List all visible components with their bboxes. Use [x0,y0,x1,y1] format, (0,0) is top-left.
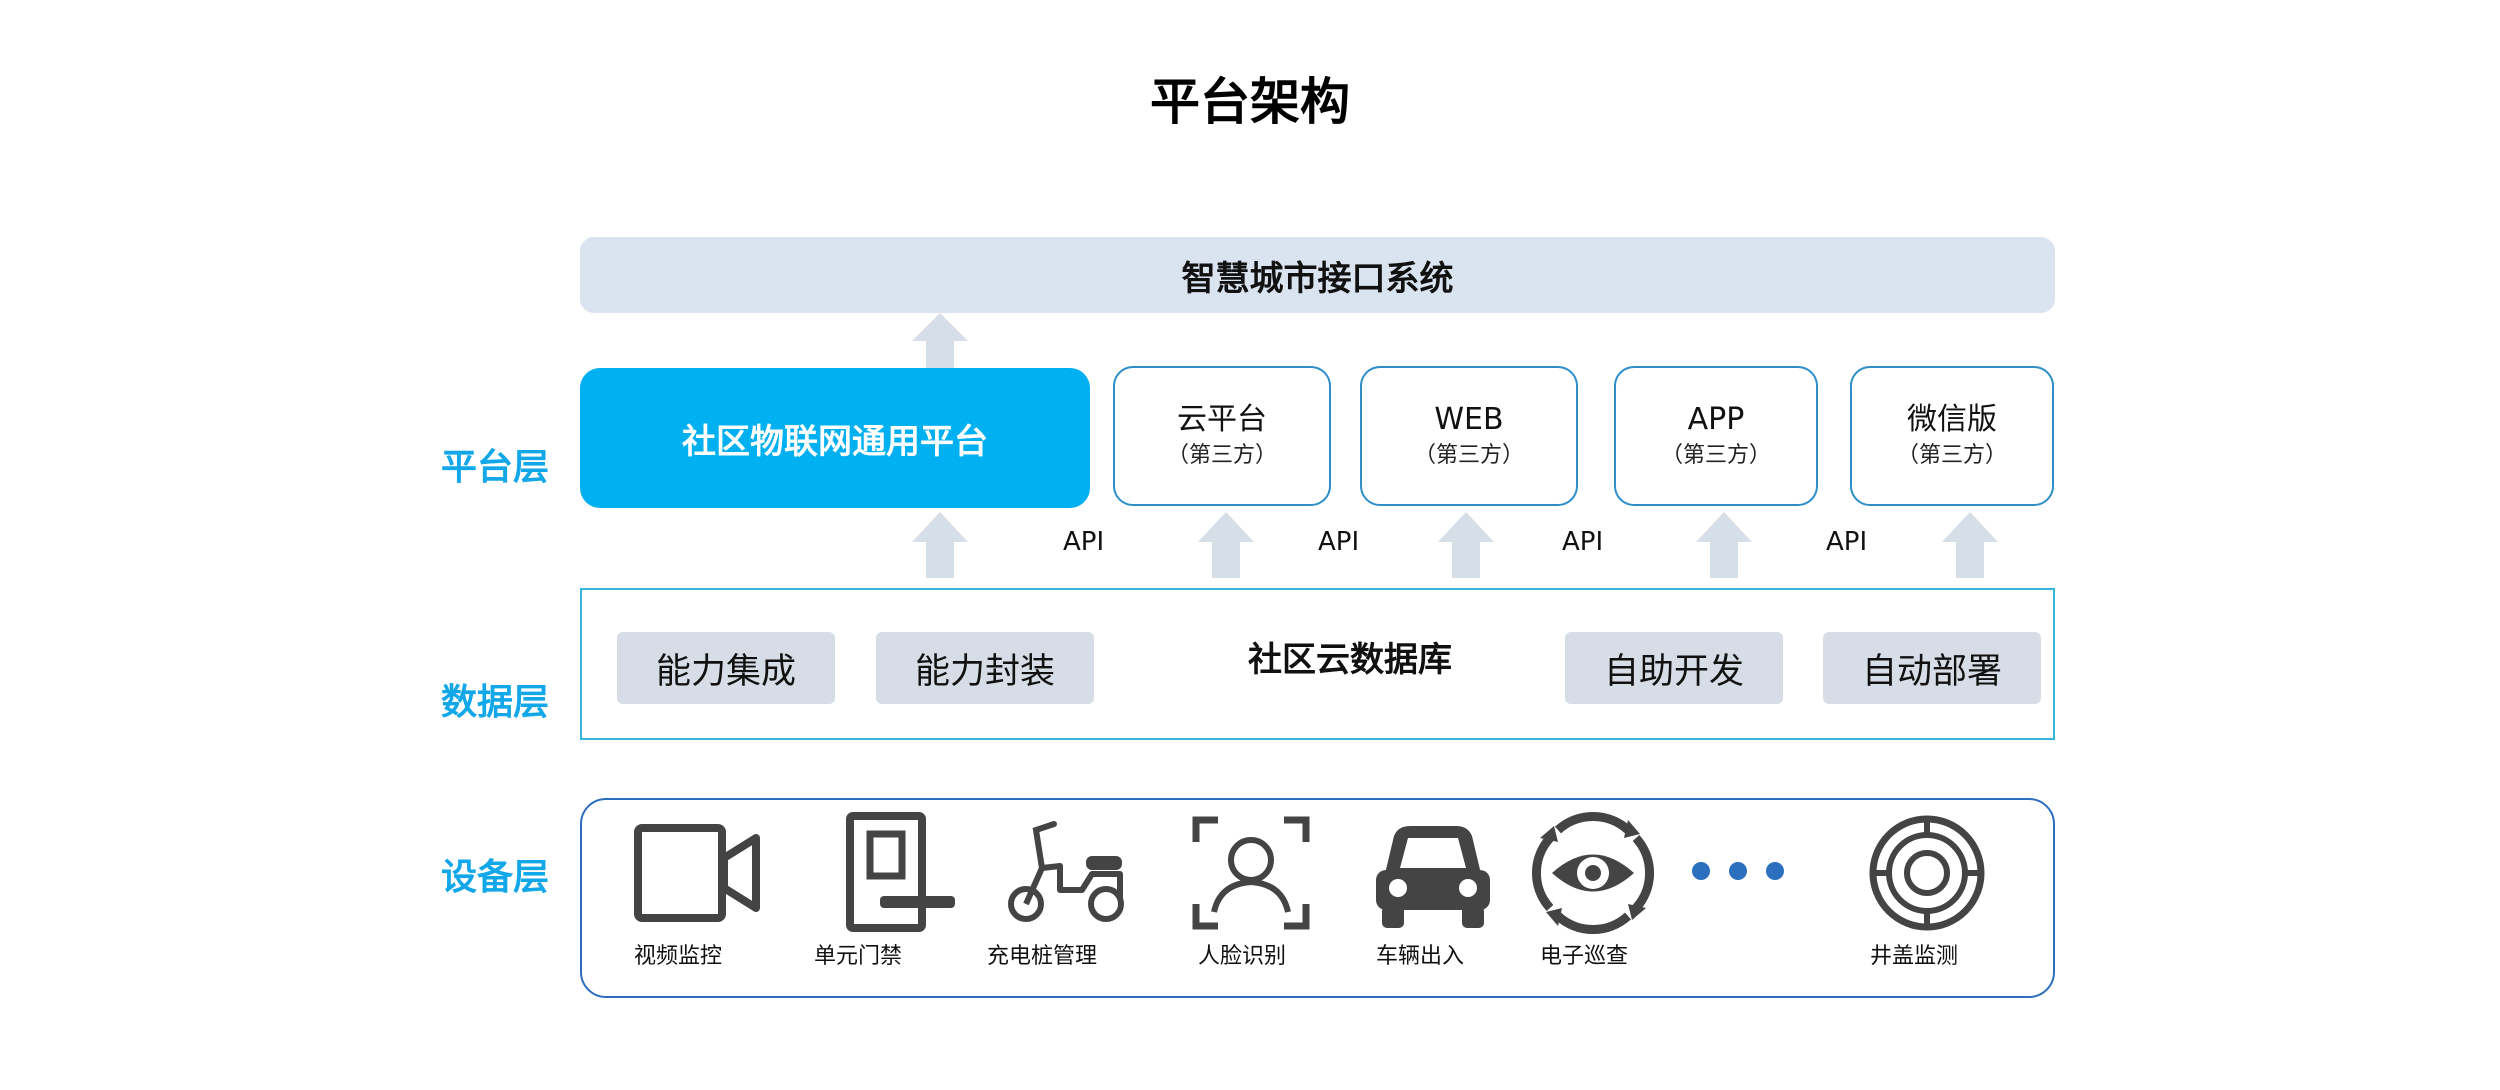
platform-main-label: 社区物联网通用平台 [682,421,988,462]
device-label: 充电桩管理 [986,944,1097,969]
device-label: 井盖监测 [1869,944,1958,969]
scooter-icon [1008,821,1124,922]
community-cloud-database: 社区云数据库 [1248,640,1452,680]
up-arrow-icon [1942,512,1998,578]
up-arrow-icon [1696,512,1752,578]
api-label: API [1826,527,1868,557]
capability-integration-pill: 能力集成 [617,632,835,704]
device-label: 人脸识别 [1197,944,1286,969]
third-party-name: 云平台 [1177,402,1267,437]
patrol-eye-icon [1532,812,1654,934]
door-access-icon [846,812,955,932]
third-party-wechat: 微信版 （第三方） [1850,366,2054,506]
third-party-sub: （第三方） [1166,443,1277,468]
third-party-name: 微信版 [1907,402,1997,437]
third-party-web: WEB （第三方） [1360,366,1578,506]
data-layer-label: 数据层 [440,682,549,723]
face-recognition-icon [1192,816,1310,930]
up-arrow-icon [1438,512,1494,578]
capability-encapsulation-pill: 能力封装 [876,632,1094,704]
auto-deployment-pill: 自动部署 [1823,632,2041,704]
community-iot-platform: 社区物联网通用平台 [580,368,1090,508]
manhole-icon [1869,815,1985,931]
car-icon [1376,826,1490,928]
third-party-name: APP [1687,402,1745,437]
third-party-name: WEB [1434,402,1504,437]
api-label: API [1063,527,1105,557]
device-layer-label: 设备层 [440,857,549,898]
third-party-sub: （第三方） [1660,443,1771,468]
device-label: 视频监控 [633,944,722,969]
up-arrow-icon [912,512,968,578]
page-title: 平台架构 [1150,73,1350,131]
self-service-development-pill: 自助开发 [1565,632,1783,704]
more-dot [1766,862,1784,880]
third-party-cloud-platform: 云平台 （第三方） [1113,366,1331,506]
more-dot [1692,862,1710,880]
device-label: 电子巡查 [1539,944,1628,969]
more-dot [1729,862,1747,880]
third-party-sub: （第三方） [1896,443,2007,468]
platform-layer-label: 平台层 [440,447,549,488]
device-layer-box [580,798,2055,998]
api-label: API [1562,527,1604,557]
up-arrow-icon [912,313,968,369]
up-arrow-icon [1198,512,1254,578]
third-party-app: APP （第三方） [1614,366,1818,506]
device-label: 单元门禁 [813,944,902,969]
device-label: 车辆出入 [1375,944,1464,969]
api-label: API [1318,527,1360,557]
video-camera-icon [634,824,760,922]
smart-city-interface-system: 智慧城市接口系统 [580,237,2055,313]
data-layer-box [580,588,2055,740]
third-party-sub: （第三方） [1413,443,1524,468]
top-system-label: 智慧城市接口系统 [1181,258,1454,299]
